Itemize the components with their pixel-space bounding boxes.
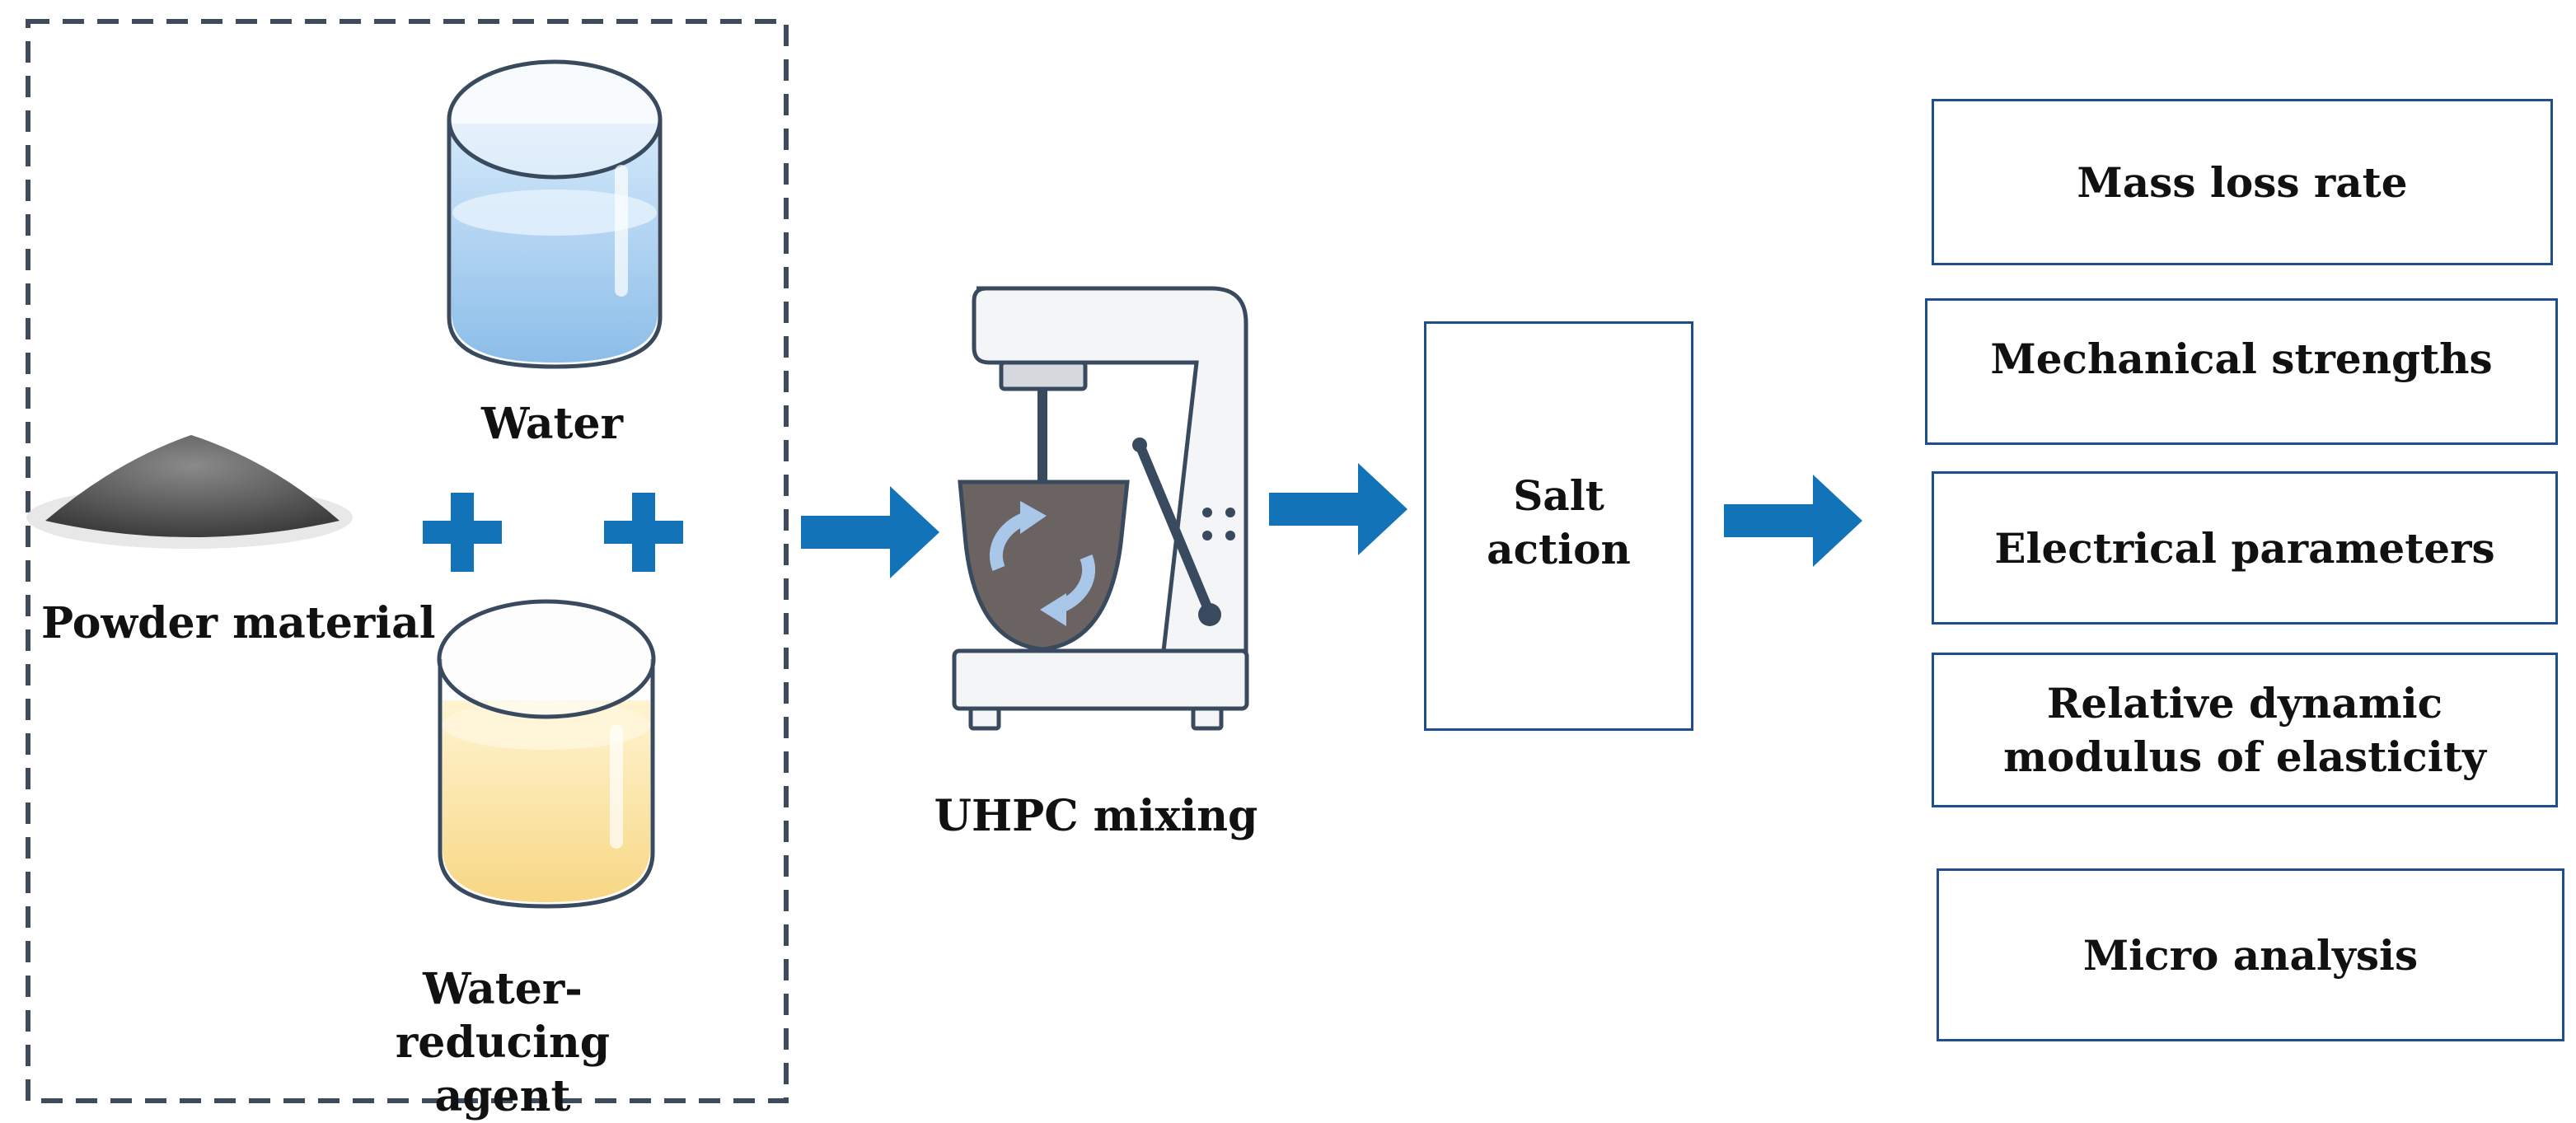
output-label: Micro analysis bbox=[2082, 930, 2419, 980]
output-label: Mechanical strengths bbox=[1990, 335, 2493, 383]
output-box-modulus: Relative dynamic modulus of elasticity bbox=[1932, 653, 2558, 807]
plus-icon bbox=[423, 493, 502, 572]
arrow-icon bbox=[801, 486, 939, 578]
reducer-beaker-icon bbox=[437, 599, 656, 909]
output-box-mass-loss: Mass loss rate bbox=[1932, 99, 2553, 265]
salt-action-label: Salt action bbox=[1487, 471, 1631, 573]
plus-icon bbox=[604, 493, 683, 572]
arrow-icon bbox=[1269, 463, 1407, 555]
output-label: Electrical parameters bbox=[1994, 523, 2495, 573]
arrow-icon bbox=[1724, 475, 1862, 567]
reducer-label: Water-reducing agent bbox=[395, 964, 611, 1121]
output-label: Relative dynamic modulus of elasticity bbox=[2003, 679, 2486, 781]
water-beaker-icon bbox=[447, 59, 663, 369]
output-box-mechanical: Mechanical strengths bbox=[1925, 298, 2558, 445]
output-label: Mass loss rate bbox=[2077, 157, 2408, 207]
salt-action-box: Salt action bbox=[1424, 321, 1693, 731]
input-group-border bbox=[26, 19, 789, 1103]
output-box-micro: Micro analysis bbox=[1937, 868, 2564, 1041]
powder-label: Powder material bbox=[41, 598, 436, 648]
output-box-electrical: Electrical parameters bbox=[1932, 471, 2558, 625]
mixing-label: UHPC mixing bbox=[934, 791, 1258, 841]
powder-pile-icon bbox=[26, 435, 353, 549]
mixer-icon bbox=[952, 286, 1249, 731]
water-label: Water bbox=[480, 399, 624, 449]
